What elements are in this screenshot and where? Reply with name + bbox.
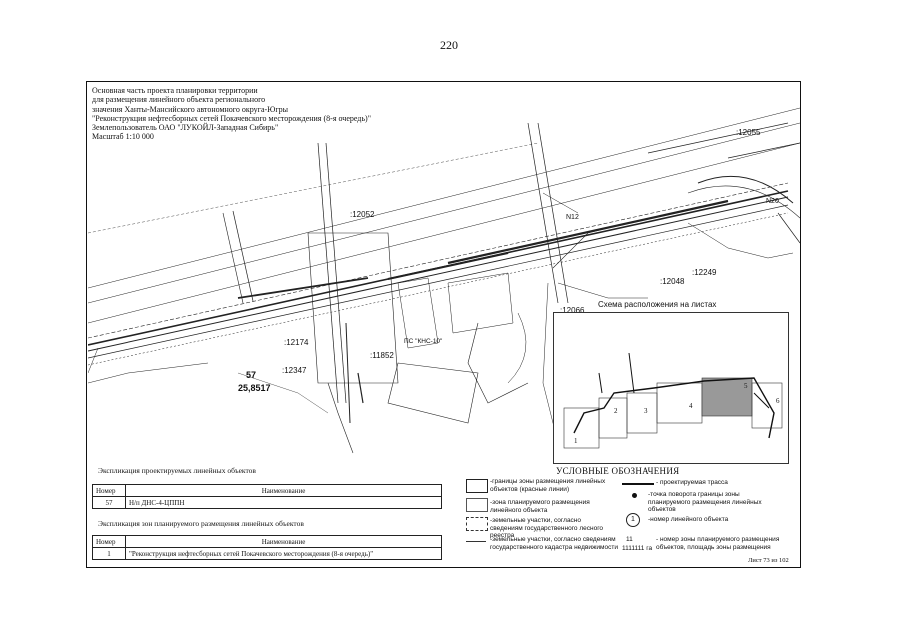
table-header-row: Номер Наименование [92, 535, 442, 548]
legend-symbol-cadastre [466, 541, 486, 542]
legend-item-route: - проектируемая трасса [656, 479, 728, 486]
label-substation: ПС "КНС-10" [404, 338, 443, 345]
zones-title: Экспликация зон планируемого размещения … [98, 519, 304, 528]
label-object-57: 57 [246, 370, 257, 380]
header-name: Наименование [125, 484, 442, 497]
title-line-2: для размещения линейного объекта региона… [92, 95, 266, 105]
sheet-label-3: 3 [644, 407, 648, 415]
header-name: Наименование [125, 535, 442, 548]
sheet-label-1: 1 [574, 437, 578, 445]
site-map [88, 107, 800, 454]
title-line-4: "Реконструкция нефтесборных сетей Покаче… [92, 113, 371, 123]
legend-symbol-zone [466, 498, 488, 512]
row-name: Н/п ДНС-4-ЦППН [125, 496, 442, 509]
title-line-3: значения Ханты-Мансийского автономного о… [92, 104, 289, 114]
legend-item-forest: -земельные участки, согласно сведениям г… [490, 517, 604, 539]
table-header-row: Номер Наименование [92, 484, 442, 497]
legend-zone-number: 11 [626, 536, 633, 543]
sheet-info: Лист 73 из 102 [748, 557, 789, 564]
sheet-label-2: 2 [614, 407, 618, 415]
label-parcel-12174: :12174 [284, 338, 309, 347]
linear-objects-title: Экспликация проектируемых линейных объек… [98, 466, 256, 475]
header-number: Номер [92, 484, 126, 497]
label-n20: N20 [766, 198, 779, 205]
legend-title: УСЛОВНЫЕ ОБОЗНАЧЕНИЯ [556, 466, 680, 476]
title-line-1: Основная часть проекта планировки террит… [92, 86, 258, 95]
label-parcel-12055: :12055 [736, 128, 761, 137]
legend-item-turn-point: -точка поворота границы зоны планируемог… [648, 491, 762, 513]
legend-symbol-forest [466, 517, 488, 531]
zones-table: Номер Наименование 1 "Реконструкция нефт… [92, 535, 442, 560]
table-row: 57 Н/п ДНС-4-ЦППН [92, 496, 442, 509]
title-block: Основная часть проекта планировки террит… [92, 86, 371, 142]
label-n12: N12 [566, 214, 579, 221]
legend-symbol-route [622, 483, 654, 485]
legend-symbol-red-lines [466, 479, 488, 493]
row-number: 1 [92, 547, 126, 560]
label-parcel-12347: :12347 [282, 366, 307, 375]
drawing-frame [86, 81, 801, 568]
label-parcel-12066: :12066 [560, 306, 585, 315]
legend-zone-area: 1111111 га [622, 545, 653, 552]
linear-objects-table: Номер Наименование 57 Н/п ДНС-4-ЦППН [92, 484, 442, 509]
title-line-6: Масштаб 1:10 000 [92, 132, 154, 142]
scheme-title: Схема расположения на листах [598, 300, 717, 309]
legend-item-zone-number: - номер зоны планируемого размещения объ… [656, 536, 780, 551]
label-parcel-12048: :12048 [660, 277, 685, 286]
header-number: Номер [92, 535, 126, 548]
label-zone-area: 25,8517 [238, 383, 271, 393]
page-number: 220 [440, 38, 458, 52]
label-parcel-12052: :12052 [350, 210, 375, 219]
sheet-label-4: 4 [689, 402, 693, 410]
title-line-5: Землепользователь ОАО "ЛУКОЙЛ-Западная С… [92, 123, 279, 133]
sheet-scheme-drawing: 1 2 3 4 5 6 [563, 352, 783, 449]
sheet-label-5: 5 [744, 382, 748, 390]
sheet-label-6: 6 [776, 397, 780, 405]
legend-item-zone: -зона планируемого размещения линейного … [490, 499, 590, 514]
label-parcel-11852: :11852 [370, 351, 394, 360]
table-row: 1 "Реконструкция нефтесборных сетей Пока… [92, 547, 442, 560]
row-name: "Реконструкция нефтесборных сетей Покаче… [125, 547, 442, 560]
legend-symbol-turn-point [632, 493, 637, 498]
legend-item-red-lines: -границы зоны размещения линейных объект… [490, 478, 606, 493]
legend-item-cadastre: -земельные участки, согласно сведениям г… [490, 536, 618, 551]
legend-symbol-object-number: 1 [626, 513, 640, 527]
sheet-scheme: 1 2 3 4 5 6 [553, 312, 789, 464]
row-number: 57 [92, 496, 126, 509]
label-parcel-12249: :12249 [692, 268, 717, 277]
legend-item-object-number: -номер линейного объекта [648, 516, 729, 523]
